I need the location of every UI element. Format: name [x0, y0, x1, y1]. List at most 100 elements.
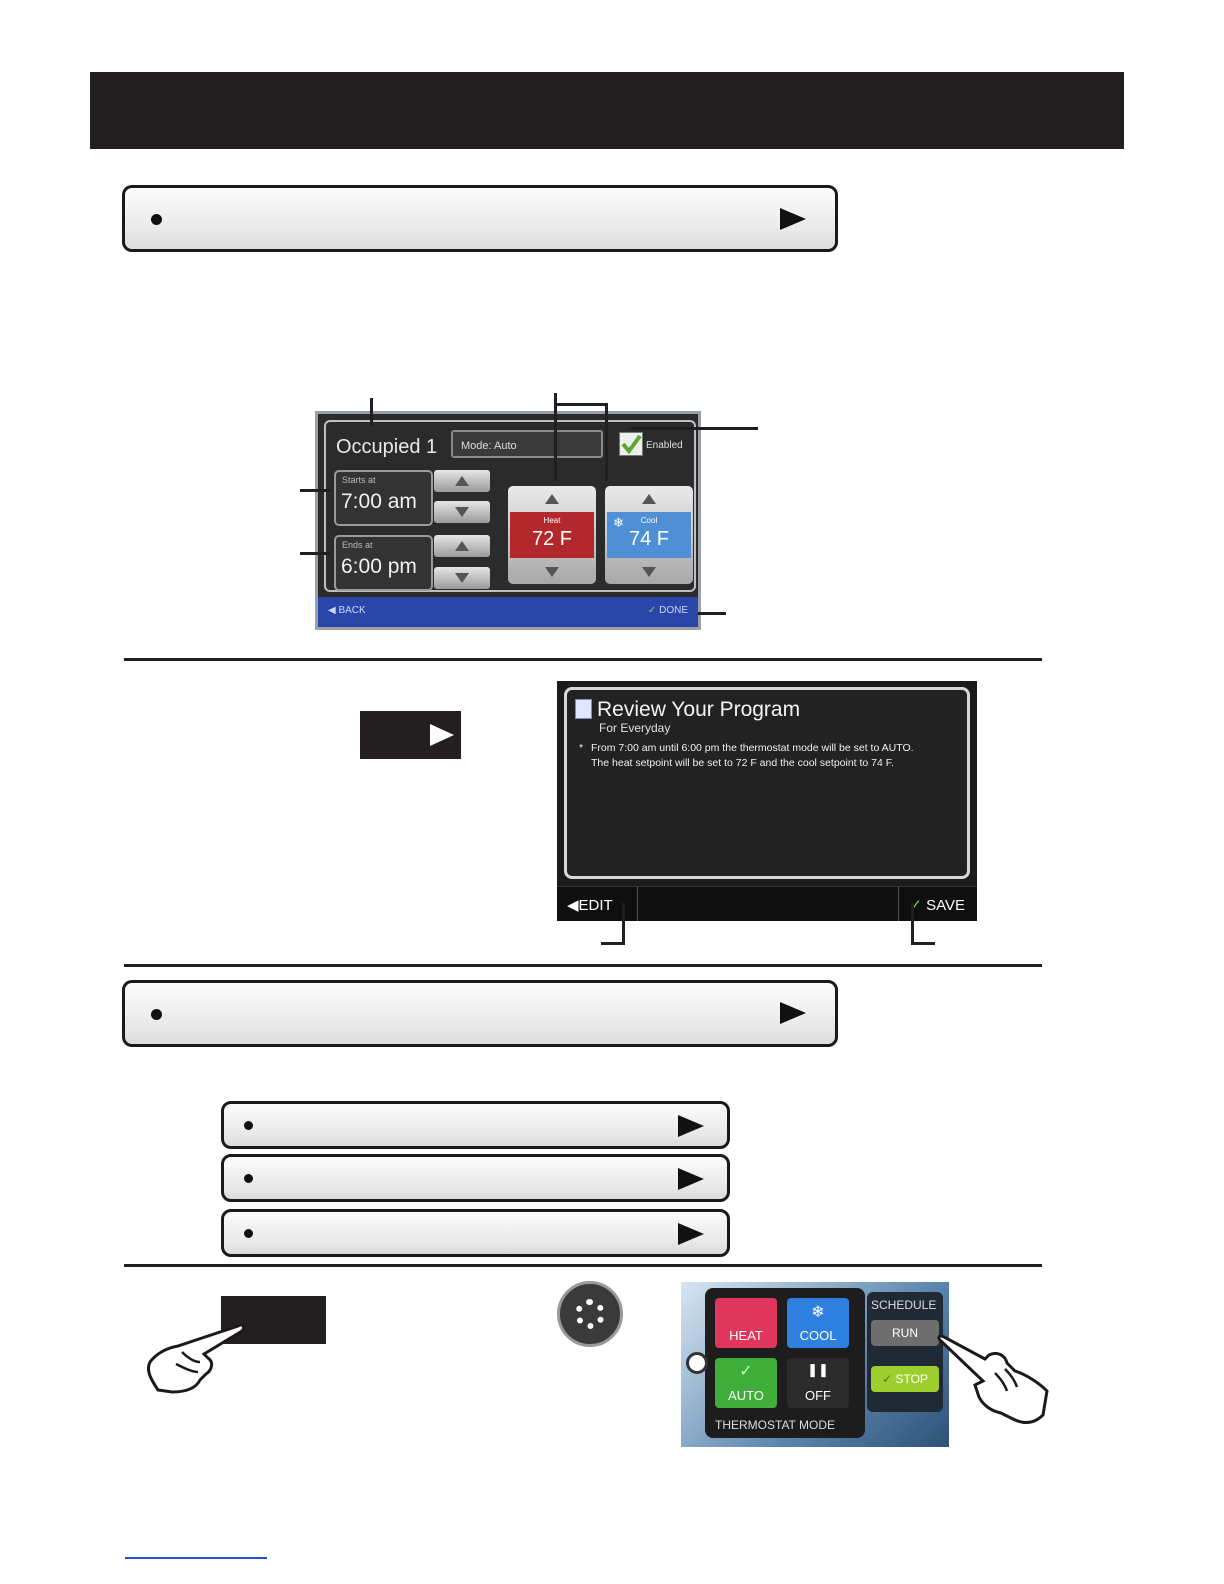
bullet-dot-icon — [151, 1009, 162, 1020]
cool-setpoint-display: ❄ Cool 74 F — [607, 512, 691, 558]
check-icon: ✓ — [739, 1363, 753, 1380]
enabled-label: Enabled — [646, 440, 683, 451]
callout-line-end — [300, 552, 330, 555]
step-pill-2 — [122, 980, 838, 1047]
section-divider — [124, 1264, 1042, 1267]
black-button[interactable] — [221, 1296, 326, 1344]
next-button[interactable] — [360, 711, 461, 759]
end-time-down-button[interactable] — [434, 567, 490, 589]
heat-mode-label: HEAT — [729, 1328, 763, 1343]
back-button[interactable]: ◀ BACK — [328, 605, 366, 616]
stop-button[interactable]: ✓ STOP — [871, 1366, 939, 1392]
off-mode-button[interactable]: ❚❚ OFF — [787, 1358, 849, 1408]
section-divider — [124, 964, 1042, 967]
sub-step-pill-3 — [221, 1209, 730, 1257]
callout-line-start — [300, 489, 330, 492]
enabled-checkbox[interactable] — [619, 432, 643, 456]
arrow-up-icon — [455, 541, 469, 551]
arrow-up-icon — [455, 476, 469, 486]
edit-label: EDIT — [578, 897, 613, 914]
done-button[interactable]: ✓ DONE — [648, 605, 688, 616]
check-icon: ✓ — [647, 605, 657, 616]
bottom-nav-bar: ◀ BACK ✓ DONE — [318, 597, 698, 627]
sub-step-pill-1 — [221, 1101, 730, 1149]
divider — [637, 887, 638, 921]
snowflake-icon: ❄ — [613, 515, 624, 530]
period-title: Occupied 1 — [336, 436, 438, 458]
bullet-dot-icon — [244, 1121, 253, 1130]
cool-mode-label: COOL — [799, 1328, 837, 1343]
play-arrow-icon — [430, 724, 454, 746]
auto-mode-button[interactable]: ✓ AUTO — [715, 1358, 777, 1408]
callout-line-title — [370, 398, 373, 426]
arrow-down-icon — [455, 573, 469, 583]
pointing-hand-icon — [146, 1323, 246, 1394]
stop-label: STOP — [895, 1372, 928, 1386]
arrow-down-icon — [642, 567, 656, 577]
gear-hole — [585, 1309, 595, 1319]
callout-line-bracket — [554, 403, 607, 406]
heat-setpoint-display: Heat 72 F — [510, 512, 594, 558]
checkbox-check-icon — [621, 434, 642, 455]
pointing-hand-icon — [937, 1335, 1049, 1424]
footer-link-underline — [125, 1557, 267, 1559]
callout-line-heat — [554, 393, 557, 481]
end-time-value: 6:00 pm — [341, 555, 417, 578]
auto-mode-label: AUTO — [728, 1388, 764, 1403]
done-label: DONE — [659, 605, 688, 616]
gear-teeth — [575, 1299, 605, 1329]
cool-label: Cool — [640, 516, 658, 525]
play-arrow-icon — [780, 208, 806, 230]
callout-line-enabled — [628, 427, 758, 430]
arrow-down-icon — [545, 567, 559, 577]
start-time-up-button[interactable] — [434, 470, 490, 492]
start-time-down-button[interactable] — [434, 501, 490, 523]
heat-setpoint-control[interactable]: Heat 72 F — [508, 486, 596, 584]
review-subtitle: For Everyday — [599, 721, 671, 735]
section-divider — [124, 658, 1042, 661]
edit-button[interactable]: ◀EDIT — [567, 897, 613, 914]
mode-selector[interactable]: Mode: Auto — [451, 430, 603, 458]
run-button[interactable]: RUN — [871, 1320, 939, 1346]
off-mode-label: OFF — [805, 1388, 831, 1403]
gear-icon[interactable] — [557, 1281, 623, 1347]
end-time-field[interactable]: Ends at 6:00 pm — [334, 535, 433, 591]
schedule-panel: Occupied 1 Mode: Auto Enabled Starts at … — [324, 420, 696, 592]
play-arrow-icon — [780, 1002, 806, 1024]
summary-line-1: From 7:00 am until 6:00 pm the thermosta… — [591, 742, 914, 754]
start-time-field[interactable]: Starts at 7:00 am — [334, 470, 433, 526]
summary-line-2: The heat setpoint will be set to 72 F an… — [591, 757, 894, 769]
heat-mode-button[interactable]: HEAT — [715, 1298, 777, 1348]
arrow-up-icon — [545, 494, 559, 504]
cool-value: 74 F — [628, 528, 670, 550]
arrow-down-icon — [455, 507, 469, 517]
end-time-up-button[interactable] — [434, 535, 490, 557]
run-label: RUN — [892, 1326, 918, 1340]
end-time-label: Ends at — [342, 540, 373, 550]
sub-step-pill-2 — [221, 1154, 730, 1202]
heat-label: Heat — [543, 516, 561, 525]
schedule-panel: SCHEDULE RUN ✓ STOP — [867, 1292, 943, 1412]
play-arrow-icon — [678, 1223, 704, 1245]
bullet-dot-icon — [151, 214, 162, 225]
bullet-dot-icon — [244, 1174, 253, 1183]
callout-line-done — [698, 612, 726, 615]
page-icon — [575, 699, 592, 719]
heat-value: 72 F — [531, 528, 573, 550]
cool-mode-button[interactable]: ❄ COOL — [787, 1298, 849, 1348]
callout-line-save-foot — [911, 942, 935, 945]
play-arrow-icon — [678, 1115, 704, 1137]
thermostat-mode-label: THERMOSTAT MODE — [715, 1418, 835, 1432]
review-summary: * From 7:00 am until 6:00 pm the thermost… — [579, 741, 959, 771]
save-button[interactable]: ✓ SAVE — [909, 896, 965, 914]
gear-icon[interactable] — [686, 1352, 708, 1374]
review-program-screen: Review Your Program For Everyday * From 7… — [557, 681, 977, 921]
bullet: * — [579, 742, 584, 754]
schedule-label: SCHEDULE — [871, 1298, 937, 1312]
save-label: SAVE — [926, 897, 965, 914]
review-title: Review Your Program — [597, 698, 801, 721]
back-label: BACK — [338, 605, 366, 616]
cool-setpoint-control[interactable]: ❄ Cool 74 F — [605, 486, 693, 584]
callout-line-edit — [622, 903, 625, 945]
callout-line-edit-foot — [601, 942, 625, 945]
